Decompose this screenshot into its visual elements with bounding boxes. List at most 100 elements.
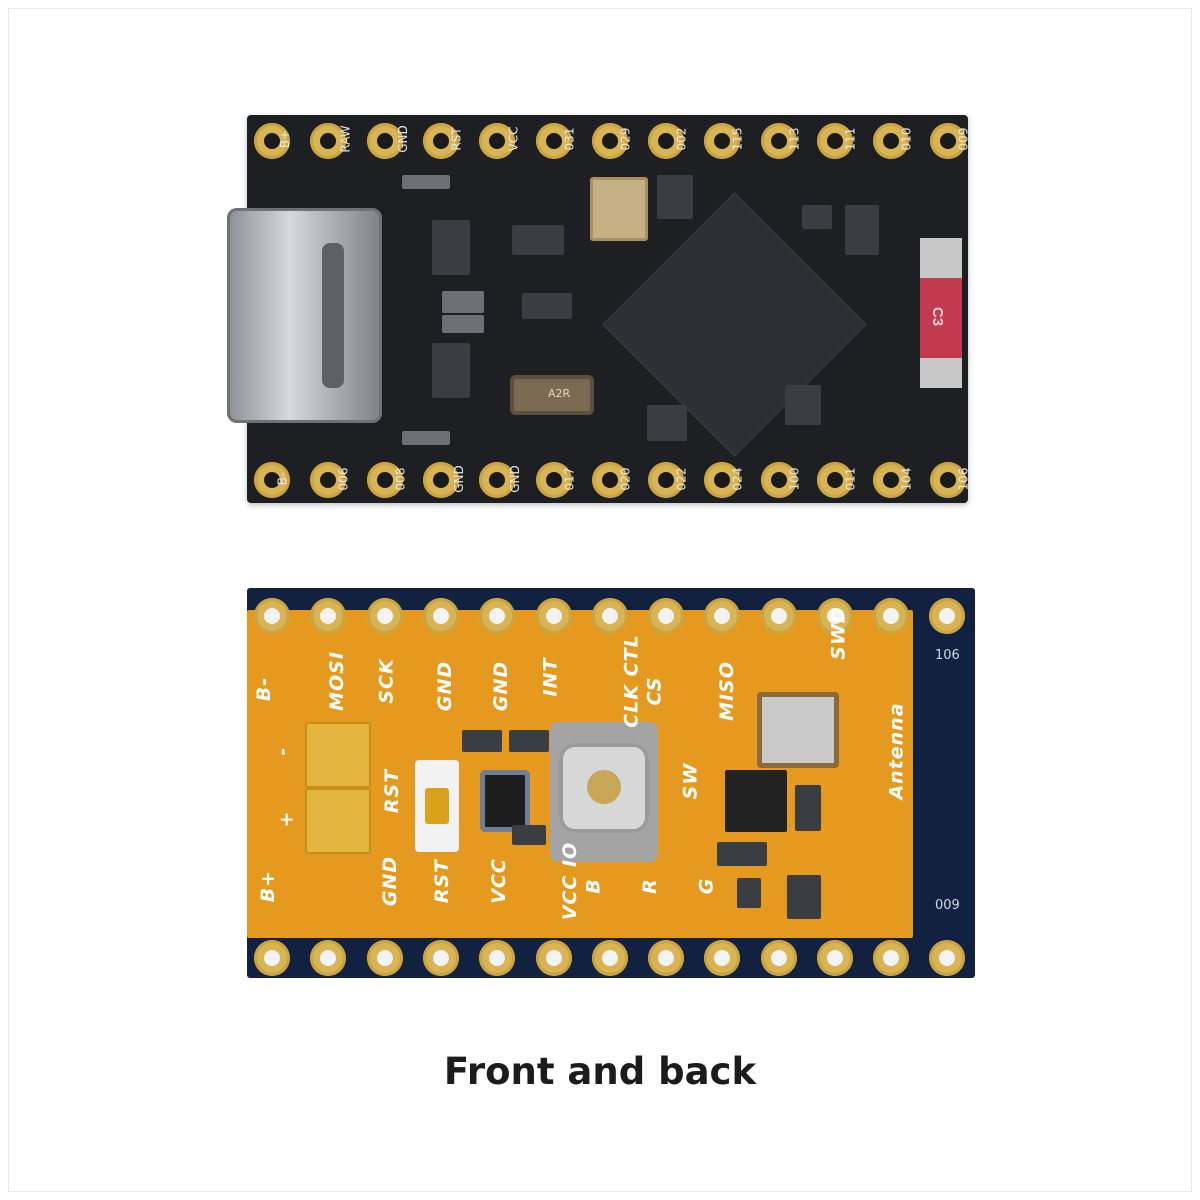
solder-pad (535, 940, 572, 976)
back-bottom-pin-label: RST (431, 858, 454, 904)
solder-pad (479, 940, 516, 976)
smd-part (522, 293, 572, 319)
solder-pad (817, 123, 853, 159)
front-bottom-pin-label: 100 (787, 467, 802, 491)
crystal-oscillator (757, 692, 839, 768)
solder-pad (760, 598, 797, 634)
back-top-pin-label: SCK (375, 658, 398, 704)
front-bottom-pin-label: GND (451, 465, 466, 493)
front-top-pin-label: RAW (338, 125, 353, 153)
solder-pad (648, 598, 685, 634)
solder-pad (422, 940, 459, 976)
back-kapton-layer (247, 610, 913, 938)
solder-pad (704, 123, 741, 159)
front-bottom-pin-label: 106 (956, 467, 971, 491)
front-top-pin-label: 111 (843, 127, 858, 151)
solder-pad (648, 123, 685, 159)
pin-009-label: 009 (935, 898, 960, 913)
accelerometer-chip (725, 770, 787, 832)
smd-part (657, 175, 693, 219)
smd-part (509, 730, 549, 752)
solder-pad (929, 123, 966, 159)
front-top-pin-label: 115 (730, 127, 745, 151)
smd-part (442, 315, 484, 333)
solder-pad (366, 598, 403, 634)
smd-part (785, 385, 821, 425)
front-bottom-pin-label: 017 (561, 467, 576, 491)
usb-c-connector (227, 208, 382, 423)
back-top-pin-label: MOSI (325, 651, 348, 711)
pin-106-label: 106 (935, 648, 960, 663)
solder-pad (479, 123, 516, 159)
front-top-pin-label: 029 (618, 127, 633, 151)
front-bottom-pin-label: 020 (618, 467, 633, 491)
smd-part (802, 205, 832, 229)
solder-pad (817, 598, 853, 634)
solder-pad (422, 123, 459, 159)
solder-pad (760, 123, 797, 159)
solder-pad (591, 598, 628, 634)
solder-pad (873, 598, 910, 634)
solder-pad (760, 462, 797, 498)
back-bottom-pin-label: B (582, 878, 605, 894)
solder-pad (929, 462, 966, 498)
front-bottom-pin-label: 104 (899, 467, 914, 491)
solder-pad (254, 462, 290, 498)
caption: Front and back (443, 1050, 757, 1093)
solder-pad (873, 123, 910, 159)
crystal-32khz: A2R (510, 375, 594, 415)
front-bottom-pin-label: 024 (730, 467, 745, 491)
front-top-pin-label: RST (449, 127, 464, 151)
smd-part (512, 225, 564, 255)
solder-pad (817, 462, 853, 498)
front-top-pin-label: 009 (956, 127, 971, 151)
front-top-pin-label: 002 (674, 127, 689, 151)
front-bottom-pin-label: 006 (336, 467, 351, 491)
solder-pad (254, 940, 290, 976)
back-top-pin-label: CLK CTL (620, 634, 643, 728)
smd-part (647, 405, 687, 441)
front-board: A2R C3 (227, 115, 968, 503)
front-bottom-pin-label: 008 (393, 467, 408, 491)
solder-pad (591, 123, 628, 159)
smd-part (512, 825, 546, 845)
back-board (247, 588, 975, 978)
plus-label: + (275, 810, 298, 828)
solder-pad (422, 462, 459, 498)
solder-pad (310, 123, 347, 159)
crystal-marking: A2R (548, 387, 571, 400)
crystal-oscillator (590, 177, 648, 241)
solder-pad (479, 462, 516, 498)
red-part-label: C3 (929, 306, 947, 327)
solder-pad (760, 940, 797, 976)
led (402, 431, 450, 445)
smd-part (462, 730, 502, 752)
solder-pad (591, 462, 628, 498)
smd-part (442, 291, 484, 313)
front-bottom-pin-label: 022 (674, 467, 689, 491)
back-bottom-pin-label: VCC IO (559, 841, 582, 921)
back-top-pin-label: MISO (715, 661, 738, 721)
back-bottom-pin-label: GND (379, 855, 402, 907)
solder-pad (535, 598, 572, 634)
antenna-label: Antenna (885, 702, 908, 800)
solder-pad (310, 462, 347, 498)
solder-pad (648, 462, 685, 498)
solder-pad (310, 598, 347, 634)
solder-pad (366, 123, 403, 159)
solder-pad (366, 462, 403, 498)
solder-pad (704, 940, 741, 976)
solder-pad (366, 940, 403, 976)
solder-pad (254, 598, 290, 634)
back-top-pin-label: CS (643, 676, 666, 706)
front-top-pin-label: 113 (787, 127, 802, 151)
back-bottom-pin-label: G (695, 877, 718, 895)
back-top-pin-label: GND (434, 660, 457, 712)
solder-pad (479, 598, 516, 634)
front-top-pin-label: B+ (278, 129, 293, 149)
front-bottom-pin-label: 011 (843, 467, 858, 491)
solder-pad (817, 940, 853, 976)
back-bottom-pin-label: B+ (257, 869, 280, 903)
rst-label: RST (381, 768, 404, 814)
back-top-pin-label: INT (539, 657, 562, 697)
